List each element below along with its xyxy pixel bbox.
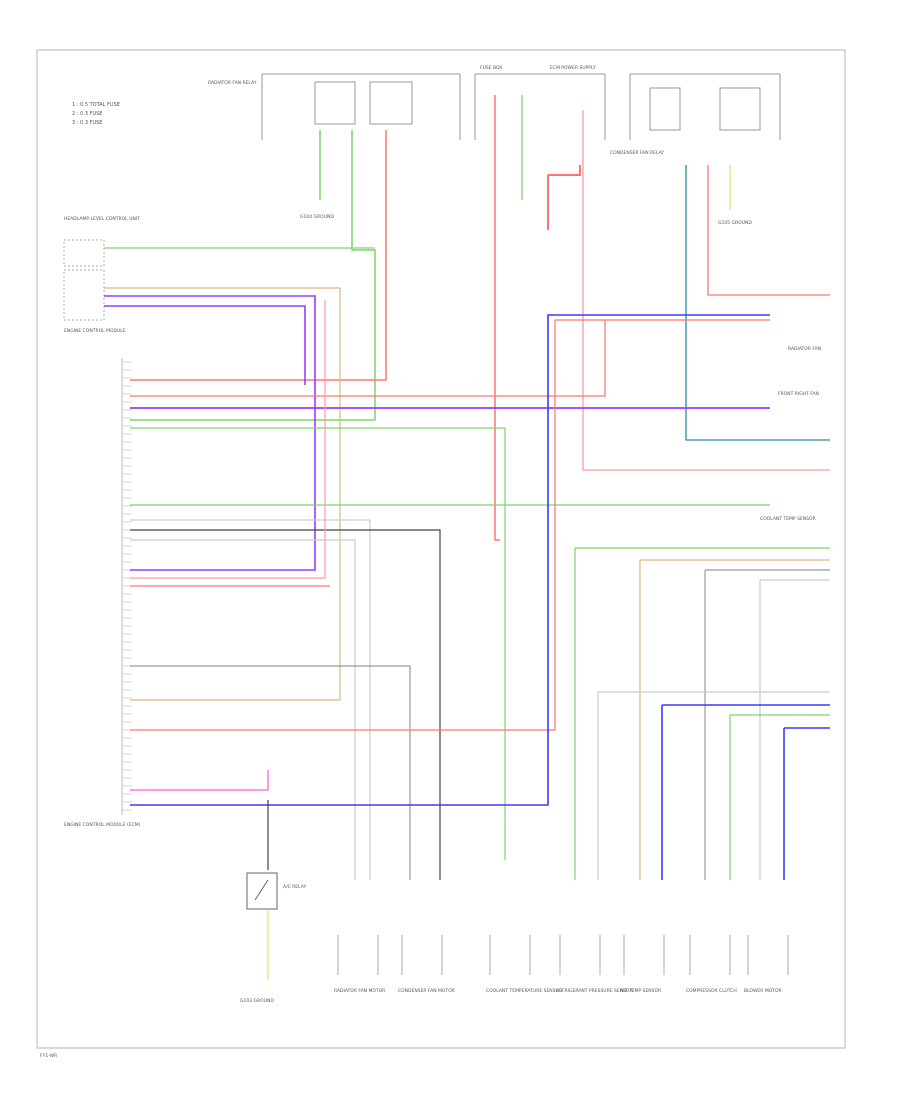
- bottom-component-label: COOLANT TEMPERATURE SENSOR: [486, 988, 562, 994]
- bottom-components: RADIATOR FAN MOTOR CONDENSER FAN MOTOR COO…: [334, 935, 789, 994]
- headlamp-module-box: [63, 239, 105, 267]
- bottom-component-label: BLOWER MOTOR: [744, 988, 782, 994]
- bottom-component-bracket: [489, 935, 531, 975]
- legend-item: 2 : 0.3 FUSE: [72, 111, 102, 117]
- legend: 1 : 0.5 TOTAL FUSE 2 : 0.3 FUSE 3 : 0.3 …: [72, 102, 120, 126]
- headlamp-module-label: HEADLAMP LEVEL CONTROL UNIT: [64, 216, 140, 222]
- wire-light-right2: [597, 691, 830, 880]
- top-left-relay: [261, 73, 461, 140]
- bottom-component: COOLANT TEMPERATURE SENSOR: [486, 935, 562, 994]
- wire-dark-down: [130, 529, 441, 880]
- wire-green-ecm: [130, 130, 376, 421]
- top-center-fuses: [474, 73, 606, 140]
- bottom-component: REFRIGERANT PRESSURE SENSOR: [556, 935, 633, 994]
- bottom-component: CONDENSER FAN MOTOR: [398, 935, 455, 994]
- left-ground-label: G104 GROUND: [300, 214, 334, 220]
- bottom-component: AIR TEMP SENSOR: [620, 935, 665, 994]
- right-label-3: COOLANT TEMP SENSOR: [760, 516, 816, 522]
- bottom-component-label: COMPRESSOR CLUTCH: [686, 988, 737, 994]
- bottom-component-bracket: [337, 935, 379, 975]
- wire-gray-right: [704, 569, 830, 880]
- wire-tan-h1: [104, 287, 341, 701]
- ecm-bottom-label: ENGINE CONTROL MODULE (ECM): [64, 822, 141, 828]
- left-relay-label: RADIATOR FAN RELAY: [208, 80, 257, 86]
- bottom-component-bracket: [559, 935, 601, 975]
- wire-red-right: [707, 165, 830, 296]
- bottom-component-bracket: [747, 935, 789, 975]
- top-right-relay: [629, 73, 781, 140]
- bottom-component: COMPRESSOR CLUTCH: [686, 935, 737, 994]
- wire-violet-h2: [104, 305, 306, 385]
- wire-green-right: [574, 547, 830, 880]
- bottom-left-ground-label: G103 GROUND: [240, 998, 274, 1004]
- ac-relay-label: A/C RELAY: [283, 884, 306, 890]
- bottom-component-label: AIR TEMP SENSOR: [620, 988, 661, 994]
- wires: [104, 95, 830, 980]
- wire-pink-long: [582, 110, 830, 471]
- wire-red-relay: [130, 130, 387, 381]
- right-label-2: FRONT RIGHT FAN: [778, 391, 819, 397]
- wire-violet-h1: [104, 295, 316, 571]
- wire-light-down: [130, 519, 371, 880]
- legend-item: 3 : 0.3 FUSE: [72, 120, 102, 126]
- bottom-component-bracket: [623, 935, 665, 975]
- right-label-1: RADIATOR FAN: [788, 346, 821, 352]
- ac-relay-switch: [254, 879, 269, 901]
- wire-light2-down: [130, 539, 356, 880]
- wire-red-jumper: [548, 165, 581, 176]
- wire-gray-down: [130, 665, 411, 880]
- wire-magenta: [130, 770, 269, 791]
- wire-tan-right: [639, 559, 830, 880]
- center-fuse-label: FUSE BOX: [480, 65, 502, 71]
- bottom-component-label: REFRIGERANT PRESSURE SENSOR: [556, 988, 633, 994]
- bottom-component: RADIATOR FAN MOTOR: [334, 935, 385, 994]
- wire-teal: [685, 165, 830, 441]
- wire-red-h2: [130, 320, 606, 397]
- ecm-upper-box: [63, 269, 105, 321]
- wire-blue-h7: [130, 314, 770, 806]
- bottom-component-bracket: [689, 935, 731, 975]
- right-ground-label: G105 GROUND: [718, 220, 752, 226]
- wire-pink-h5: [130, 300, 326, 579]
- bottom-component-label: CONDENSER FAN MOTOR: [398, 988, 455, 994]
- wire-red-h6: [130, 319, 770, 731]
- ac-relay-box: [246, 872, 278, 910]
- right-relay-label: CONDENSER FAN RELAY: [610, 150, 664, 156]
- legend-item: 1 : 0.5 TOTAL FUSE: [72, 102, 120, 108]
- wire-blue-right2: [783, 727, 830, 880]
- bottom-component-label: RADIATOR FAN MOTOR: [334, 988, 385, 994]
- ecm-mid-label: ENGINE CONTROL MODULE: [64, 328, 126, 334]
- wire-light-right: [759, 579, 830, 880]
- bottom-component-bracket: [401, 935, 443, 975]
- wire-red-fuse: [494, 95, 500, 541]
- center-note-label: ECM POWER SUPPLY: [550, 65, 596, 71]
- wire-green-down: [130, 427, 506, 860]
- diagram-frame: [36, 49, 846, 1049]
- bottom-component: BLOWER MOTOR: [744, 935, 789, 994]
- footer-code: FY1-WR: [40, 1053, 57, 1059]
- wire-green-right2: [729, 714, 830, 880]
- wire-blue-right: [661, 704, 830, 880]
